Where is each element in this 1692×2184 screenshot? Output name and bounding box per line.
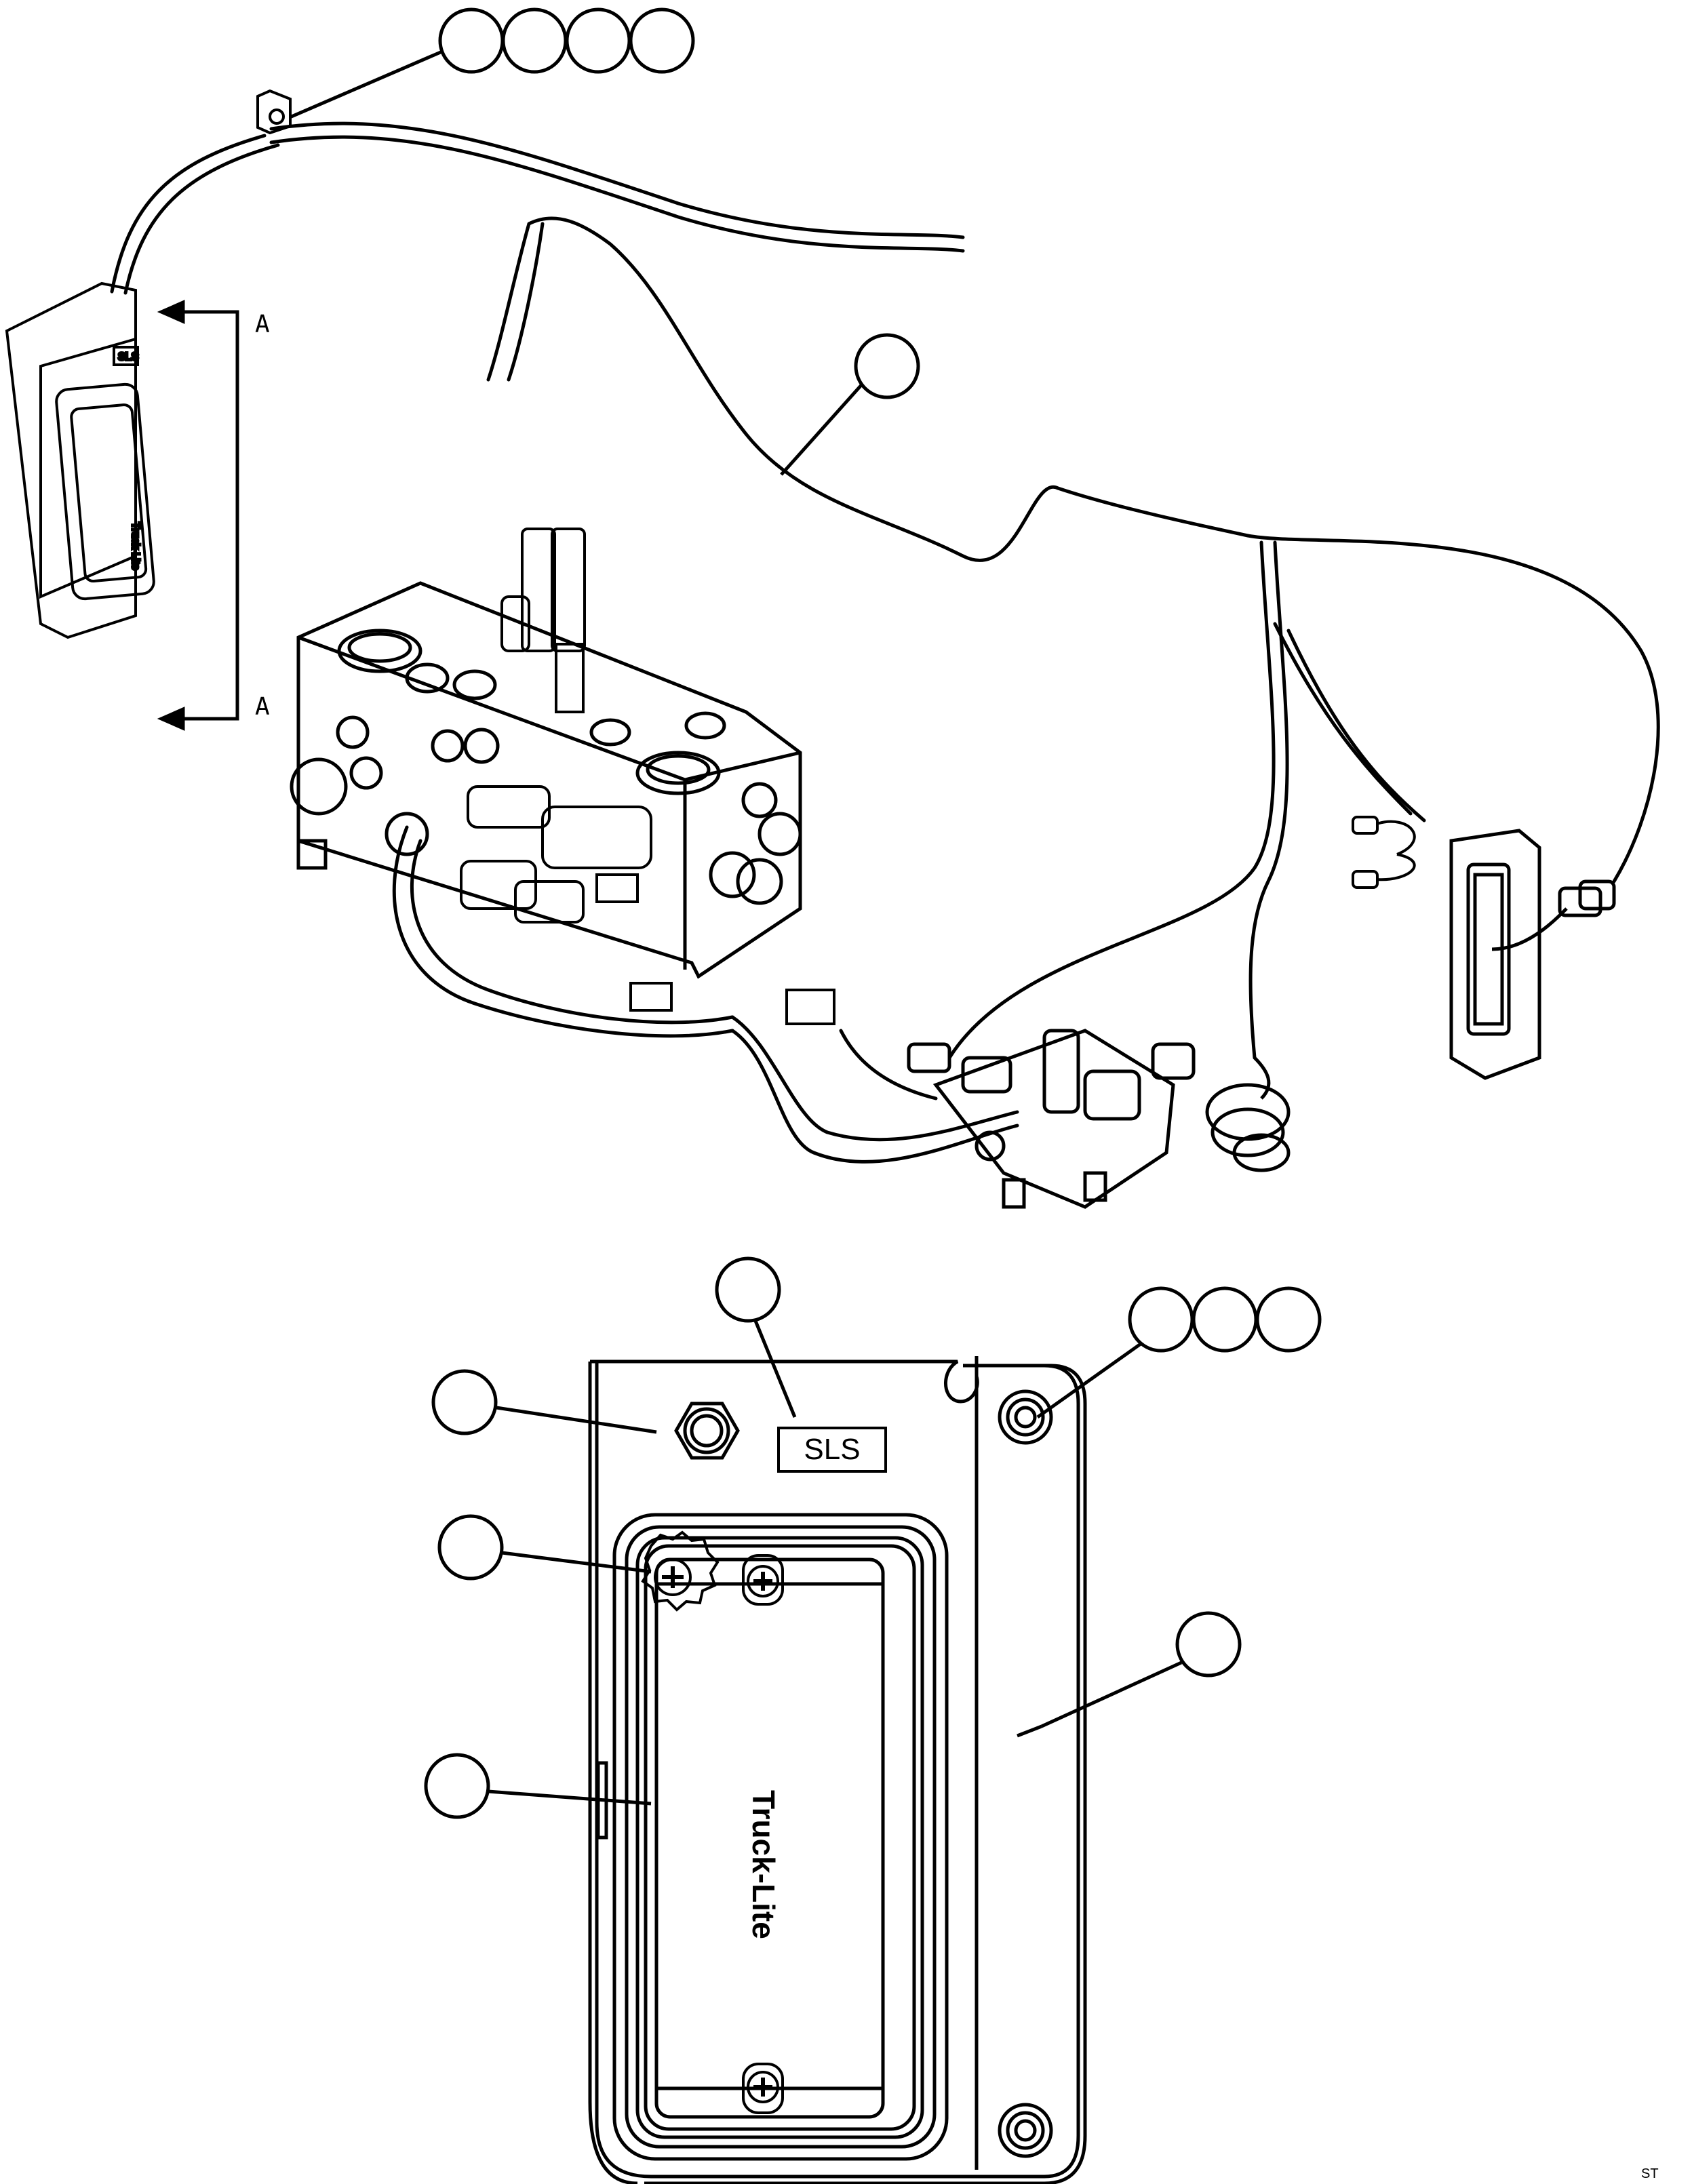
mounting-studs: [998, 1389, 1053, 2158]
lens-brand-text: Truck-Lite: [746, 1790, 781, 1939]
valve-block: [290, 581, 802, 979]
marker-light-left: SLS Truck-Lite: [5, 281, 155, 639]
callout-balloon: [1128, 1286, 1194, 1353]
callout-balloon: [629, 7, 695, 74]
section-letter-bottom: A: [255, 693, 270, 721]
leader-line: [780, 384, 863, 476]
callout-balloon: [437, 1514, 504, 1581]
callout-balloon: [1175, 1611, 1242, 1677]
leader-line: [753, 1320, 797, 1418]
marker-light-right: [1449, 829, 1616, 1080]
plate-body-leader: [1017, 1724, 1042, 1738]
leader-line: [1040, 1661, 1183, 1728]
harness-callout: [780, 333, 920, 476]
connector-pair: [1352, 816, 1416, 889]
callout-balloon: [565, 7, 631, 74]
lens-screws: [641, 1530, 784, 2114]
callout-balloon: [431, 1369, 498, 1435]
detail-callouts: [424, 1256, 1322, 1819]
light-housing: [596, 1513, 949, 2161]
lower-manifold: [907, 1029, 1196, 1209]
callout-balloon: [1255, 1286, 1322, 1353]
callout-balloon: [1192, 1286, 1258, 1353]
plate-label-small: SLS: [118, 351, 138, 363]
callout-balloon: [438, 7, 505, 74]
callout-balloon: [854, 333, 920, 399]
leader-line: [488, 1789, 652, 1806]
leader-line: [496, 1406, 657, 1434]
bulkhead-connector: [1205, 1056, 1291, 1172]
callout-balloon: [501, 7, 568, 74]
brand-label-small: Truck-Lite: [130, 522, 141, 570]
section-letter-top: A: [255, 311, 270, 338]
phillips-screw-icon: [654, 1558, 692, 1596]
grommet: [674, 1402, 740, 1460]
callout-balloon: [424, 1753, 490, 1819]
leader-line: [501, 1551, 652, 1574]
solenoid-connectors: [460, 528, 835, 1025]
sls-label-text: SLS: [804, 1433, 860, 1466]
leader-line: [288, 49, 443, 120]
phillips-screw-icon: [747, 2071, 779, 2103]
arrow-left-icon: [157, 707, 185, 731]
section-indicator: A A: [157, 300, 270, 731]
arrow-left-icon: [157, 300, 185, 324]
corner-mark: ST: [1641, 2166, 1659, 2181]
sls-label-plate: SLS: [777, 1427, 887, 1473]
phillips-screw-icon: [747, 1565, 779, 1597]
mounting-plate: [588, 1356, 1087, 2184]
callout-balloon: [715, 1256, 781, 1323]
leader-line: [1036, 1342, 1142, 1419]
top-callout-balloons: [288, 7, 695, 120]
